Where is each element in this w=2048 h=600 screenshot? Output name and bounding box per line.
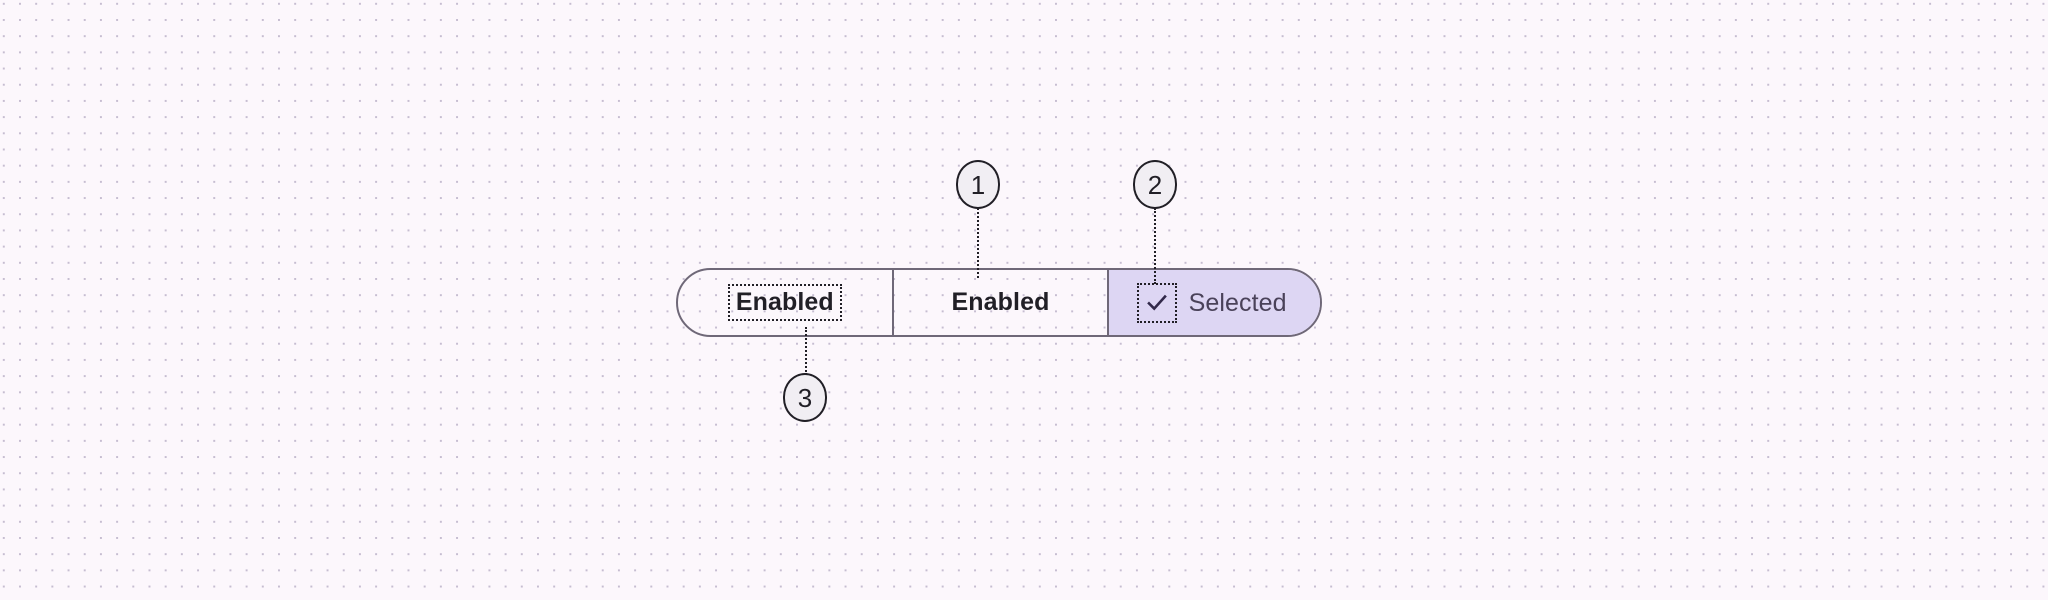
callout-badge-3-number: 3 [797,382,813,413]
check-icon[interactable] [1136,282,1177,323]
callout-badge-2-number: 2 [1147,169,1163,200]
callout-leader-1 [977,208,979,278]
callout-badge-3: 3 [783,373,827,422]
callout-badge-2: 2 [1133,160,1177,209]
segment-enabled-focused[interactable]: Enabled [678,270,892,335]
segment-label-enabled: Enabled [951,288,1050,316]
callout-leader-3 [805,327,807,375]
callout-leader-2 [1154,208,1156,284]
segment-label-enabled-focused: Enabled [727,284,842,321]
segment-enabled[interactable]: Enabled [891,270,1108,335]
callout-badge-1-number: 1 [970,169,986,200]
callout-badge-1: 1 [956,160,1000,209]
segment-label-selected: Selected [1188,288,1287,317]
segment-selected[interactable]: Selected [1107,270,1320,335]
segmented-control[interactable]: Enabled Enabled Selected [676,268,1322,337]
